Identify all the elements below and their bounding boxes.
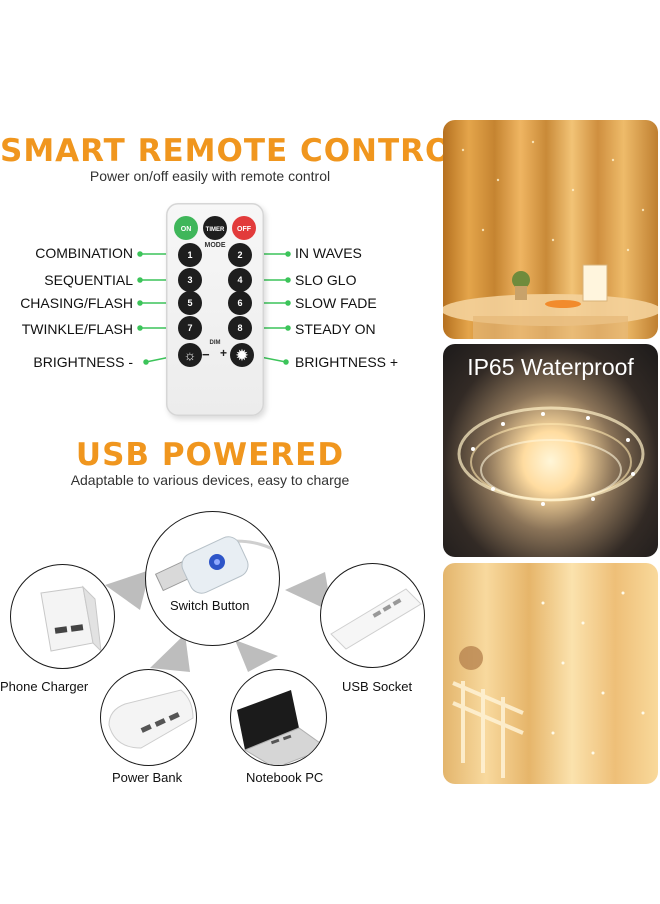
brightness-high-icon: ✹ [230, 343, 254, 367]
phone-charger-circle [10, 564, 115, 669]
curtain-lights-photo [443, 120, 658, 339]
mode-label-in-waves: IN WAVES [295, 245, 362, 261]
switch-button-circle [145, 511, 280, 646]
remote-dim-label: DIM [209, 340, 221, 346]
remote-key-3: 3 [178, 268, 202, 292]
remote-key-2: 2 [228, 243, 252, 267]
remote-off-button: OFF [232, 216, 256, 240]
mode-label-chasing-flash: CHASING/FLASH [20, 295, 133, 311]
remote-dim-plus: + [220, 346, 228, 360]
brightness-low-icon: ☼ [178, 343, 202, 367]
remote-section-subtitle: Power on/off easily with remote control [89, 168, 331, 184]
mode-label-steady-on: STEADY ON [295, 321, 376, 337]
remote-key-1: 1 [178, 243, 202, 267]
remote-key-4: 4 [228, 268, 252, 292]
usb-section-title: USB POWERED [75, 437, 345, 473]
mode-label-twinkle-flash: TWINKLE/FLASH [21, 321, 133, 337]
usb-socket-caption: USB Socket [342, 679, 413, 694]
phone-charger-icon [40, 585, 102, 653]
notebook-pc-icon [237, 690, 326, 765]
remote-dim-minus: − [202, 347, 210, 362]
mode-label-brightness-minus: BRIGHTNESS - [33, 354, 133, 370]
remote-section-title: SMART REMOTE CONTROL [0, 133, 474, 169]
usb-switch-icon [154, 536, 279, 594]
usb-socket-circle [320, 563, 425, 668]
mode-label-brightness-plus: BRIGHTNESS + [295, 354, 399, 370]
mode-label-sequential: SEQUENTIAL [44, 272, 133, 288]
mode-label-slo-glo: SLO GLO [295, 272, 357, 288]
crib-lights-photo [443, 563, 658, 784]
mode-label-combination: COMBINATION [35, 245, 133, 261]
waterproof-lights-photo: IP65 Waterproof [443, 344, 658, 557]
remote-on-button: ON [174, 216, 198, 240]
remote-key-5: 5 [178, 291, 202, 315]
remote-control: ON TIMER OFF MODE 1 2 3 4 5 6 7 8 DIM ☼ … [166, 203, 264, 416]
curtain-scene-icon [443, 140, 658, 339]
string-lights-icon [457, 406, 645, 506]
remote-mode-label: MODE [204, 242, 226, 249]
remote-key-6: 6 [228, 291, 252, 315]
notebook-pc-caption: Notebook PC [246, 770, 324, 785]
power-bank-circle [100, 669, 197, 766]
remote-key-7: 7 [178, 316, 202, 340]
phone-charger-caption: Phone Charger [0, 679, 89, 694]
crib-scene-icon [452, 591, 645, 778]
notebook-circle [230, 669, 327, 766]
waterproof-label: IP65 Waterproof [467, 354, 634, 380]
power-bank-icon [108, 689, 194, 749]
remote-timer-button: TIMER [203, 216, 227, 240]
usb-socket-icon [330, 588, 422, 650]
switch-button-caption: Switch Button [170, 598, 250, 613]
mode-label-slow-fade: SLOW FADE [295, 295, 377, 311]
remote-key-8: 8 [228, 316, 252, 340]
power-bank-caption: Power Bank [112, 770, 183, 785]
usb-section-subtitle: Adaptable to various devices, easy to ch… [70, 472, 350, 488]
